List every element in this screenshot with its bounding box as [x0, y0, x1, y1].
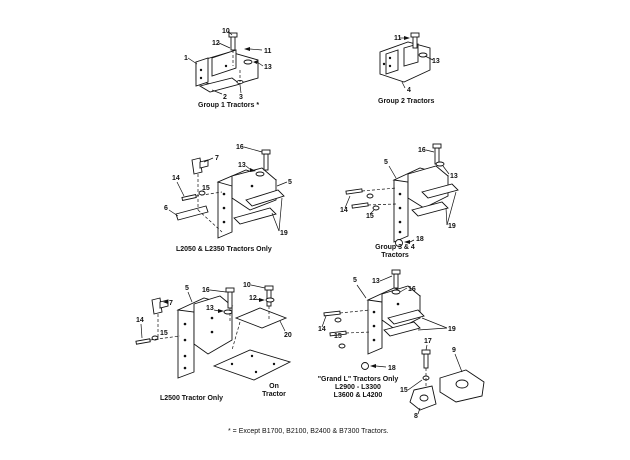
l2500-callouts: 16 10 5 7 13 12 14 15 20 [136, 282, 292, 339]
callout: 14 [172, 175, 180, 182]
caption-on-tractor-line1: On [269, 383, 279, 390]
callout: 8 [414, 413, 418, 420]
callout: 4 [407, 87, 411, 94]
caption-group2: Group 2 Tractors [378, 98, 435, 105]
group1-assembly [195, 32, 259, 93]
callout: 13 [372, 278, 380, 285]
callout: 13 [432, 58, 440, 65]
caption-l2500: L2500 Tractor Only [160, 395, 224, 402]
callout: 12 [212, 40, 220, 47]
caption-group34: Group 3 & 4 Tractors [360, 244, 430, 260]
callout: 16 [408, 286, 416, 293]
group1-bracket-left [195, 57, 209, 87]
caption-grand-l: "Grand L" Tractors Only L2900 - L3300 L3… [306, 376, 410, 400]
callout: 5 [353, 277, 357, 284]
callout: 18 [416, 236, 424, 243]
l2050-plate-6 [175, 205, 209, 221]
callout: 16 [202, 287, 210, 294]
group34-callouts: 5 16 13 14 15 19 18 [340, 147, 458, 244]
callout: 13 [206, 305, 214, 312]
callout: 15 [202, 185, 210, 192]
group1-bolt [230, 35, 236, 51]
callout: 3 [239, 94, 243, 101]
caption-grand-l-line3: L3600 & L4200 [333, 392, 383, 399]
callout: 10 [243, 282, 251, 289]
callout: 5 [185, 285, 189, 292]
group1-washer [243, 59, 253, 65]
callout: 10 [222, 28, 230, 35]
caption-group34-line2: Tractors [381, 252, 409, 259]
callout: 14 [340, 207, 348, 214]
group34-assembly [345, 143, 459, 247]
callout: 11 [264, 48, 272, 55]
l2500-on-tractor-plate [212, 349, 292, 381]
l2050-clamp-lower [233, 207, 277, 225]
callout: 5 [288, 179, 292, 186]
l2500-plate-20 [234, 307, 288, 329]
callout: 16 [236, 144, 244, 151]
group2-assembly [379, 32, 431, 83]
callout: 7 [169, 300, 173, 307]
callout: 19 [448, 326, 456, 333]
group34-bolt [434, 147, 440, 165]
callout: 13 [238, 162, 246, 169]
caption-group1: Group 1 Tractors * [198, 102, 260, 109]
caption-group34-line1: Group 3 & 4 [375, 244, 415, 251]
group1-bracket-web [211, 49, 237, 77]
callout: 11 [394, 35, 402, 42]
caption-grand-l-line2: L2900 - L3300 [335, 384, 381, 391]
grandl-bracket-upright [367, 293, 383, 355]
l2050-bolt [263, 153, 269, 171]
l2050-assembly [175, 149, 285, 239]
grandl-bolt-17 [423, 353, 429, 369]
caption-on-tractor: On Tractor [254, 383, 294, 399]
callout: 13 [264, 64, 272, 71]
l2050-callouts: 16 13 7 5 14 15 6 19 [164, 144, 292, 237]
callout: 17 [424, 338, 432, 345]
callout: 1 [184, 55, 188, 62]
l2050-clamp-upper [245, 189, 285, 207]
grandl-assembly [323, 269, 485, 411]
callout: 12 [249, 295, 257, 302]
group2-callouts: 11 13 4 [394, 35, 440, 94]
grandl-bolt-13 [393, 273, 399, 289]
callout: 15 [366, 213, 374, 220]
callout: 7 [215, 155, 219, 162]
callout: 16 [418, 147, 426, 154]
group1-callouts: 10 12 11 1 13 2 3 [184, 28, 272, 101]
l2500-elbow-7 [151, 297, 163, 315]
callout: 15 [334, 333, 342, 340]
callout: 14 [136, 317, 144, 324]
callout: 2 [223, 94, 227, 101]
callout: 15 [160, 330, 168, 337]
callout: 9 [452, 347, 456, 354]
callout: 5 [384, 159, 388, 166]
callout: 14 [318, 326, 326, 333]
caption-grand-l-line1: "Grand L" Tractors Only [317, 376, 399, 383]
l2500-bolt-16 [227, 291, 233, 309]
l2500-bracket-upright [177, 303, 195, 379]
l2050-elbow-7 [191, 157, 203, 175]
callout: 20 [284, 332, 292, 339]
callout: 13 [450, 173, 458, 180]
callout: 15 [400, 387, 408, 394]
callout: 19 [448, 223, 456, 230]
grandl-callouts: 13 16 5 14 15 19 18 17 9 15 8 [318, 275, 463, 420]
caption-on-tractor-line2: Tractor [262, 391, 286, 398]
callout: 18 [388, 365, 396, 372]
caption-l2050: L2050 & L2350 Tractors Only [176, 246, 272, 253]
callout: 19 [280, 230, 288, 237]
callout: 6 [164, 205, 168, 212]
footnote: * = Except B1700, B2100, B2400 & B7300 T… [228, 428, 389, 435]
group2-bolt [412, 35, 418, 49]
